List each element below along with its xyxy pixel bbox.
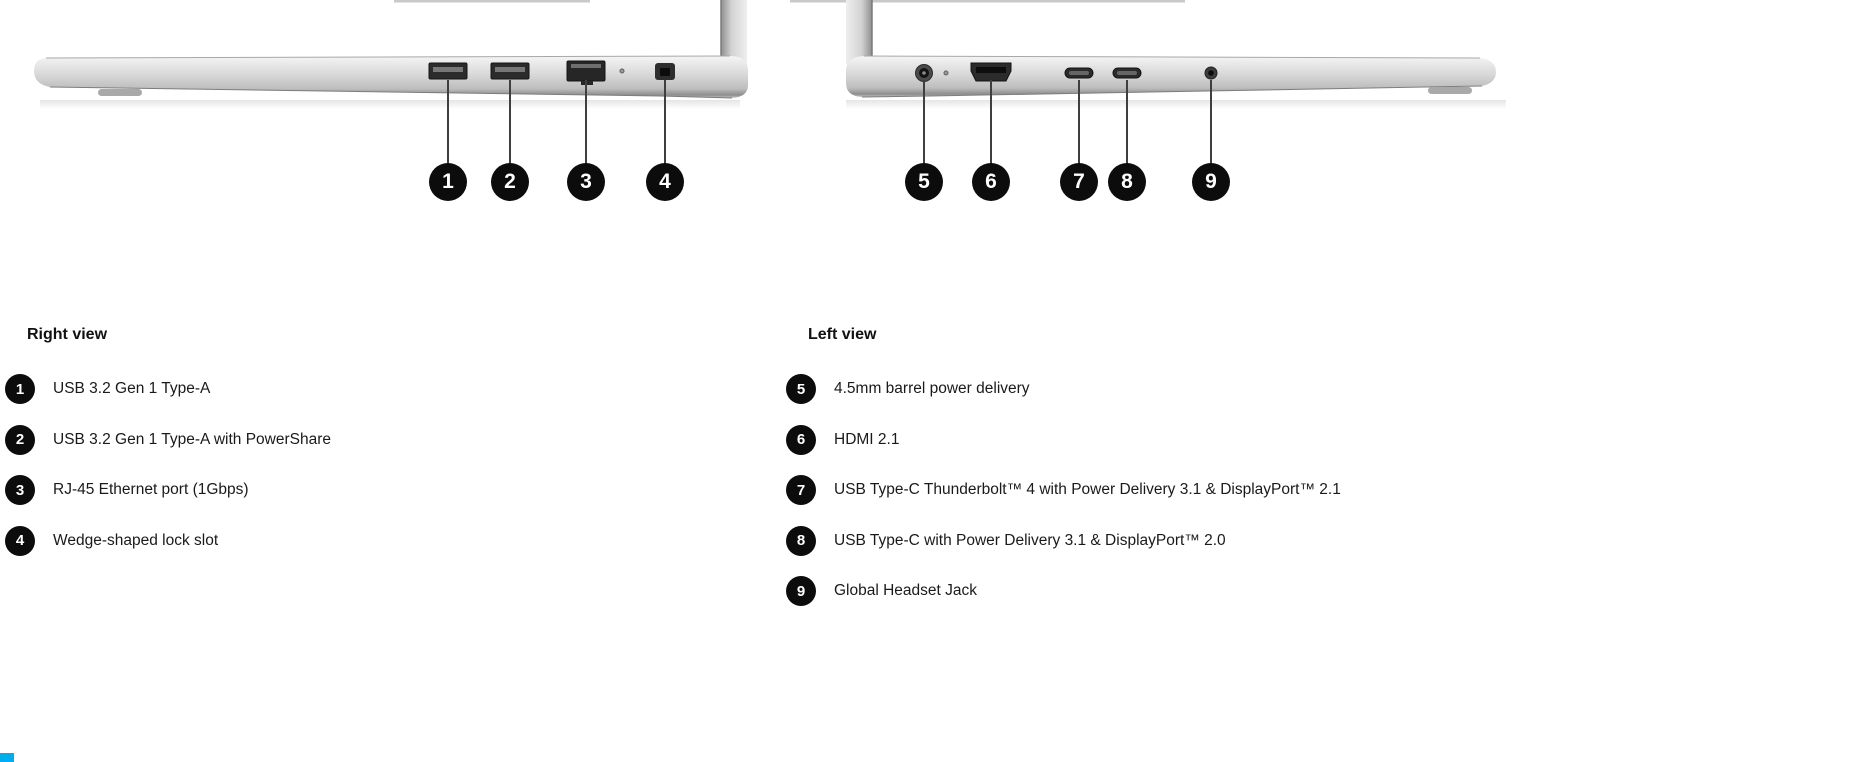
legend-item: 1 USB 3.2 Gen 1 Type-A	[5, 364, 331, 415]
port-label: RJ-45 Ethernet port (1Gbps)	[53, 481, 249, 499]
legend-item: 3 RJ-45 Ethernet port (1Gbps)	[5, 465, 331, 516]
diagram-callout-9: 9	[1192, 163, 1230, 201]
usb-a-port	[428, 62, 468, 80]
callout-line	[1078, 80, 1080, 165]
diagram-callout-2: 2	[491, 163, 529, 201]
callout-line	[509, 80, 511, 165]
diagram-callout-7: 7	[1060, 163, 1098, 201]
callout-line	[923, 80, 925, 165]
diagram-callout-3: 3	[567, 163, 605, 201]
callout-number-badge: 5	[786, 374, 816, 405]
diagram-callout-4: 4	[646, 163, 684, 201]
laptop-right-view-illustration	[34, 0, 748, 109]
legend-item: 8 USB Type-C with Power Delivery 3.1 & D…	[786, 516, 1341, 567]
port-label: HDMI 2.1	[834, 430, 900, 448]
callout-number-badge: 1	[5, 374, 35, 405]
laptop-body	[34, 55, 748, 109]
callout-line	[585, 80, 587, 165]
legend-item: 9 Global Headset Jack	[786, 566, 1341, 617]
power-port	[915, 64, 933, 82]
screen-top-edge	[790, 0, 1185, 3]
status-led-hole	[619, 68, 625, 74]
port-label: USB 3.2 Gen 1 Type-A	[53, 380, 211, 398]
port-label: 4.5mm barrel power delivery	[834, 380, 1030, 398]
callout-number-badge: 2	[5, 424, 35, 455]
port-label: Wedge-shaped lock slot	[53, 531, 219, 549]
laptop-reflection	[846, 100, 1506, 109]
laptop-left-view-illustration	[790, 0, 1506, 109]
laptop-reflection	[40, 100, 740, 109]
callout-number-badge: 9	[786, 576, 816, 607]
laptop-body	[846, 55, 1506, 109]
lock-slot	[655, 63, 675, 80]
callout-line	[1210, 80, 1212, 165]
diagram-callout-6: 6	[972, 163, 1010, 201]
callout-line	[990, 80, 992, 165]
callout-number-badge: 8	[786, 525, 816, 556]
callout-number-badge: 4	[5, 525, 35, 556]
rubber-foot	[1428, 87, 1472, 94]
status-led-hole	[943, 70, 949, 76]
left-view-legend: 5 4.5mm barrel power delivery 6 HDMI 2.1…	[786, 364, 1341, 617]
port-label: USB Type-C with Power Delivery 3.1 & Dis…	[834, 531, 1226, 549]
headset-jack	[1204, 66, 1218, 80]
callout-line	[1126, 80, 1128, 165]
port-label: Global Headset Jack	[834, 582, 978, 600]
callout-number-badge: 3	[5, 475, 35, 506]
callout-number-badge: 7	[786, 475, 816, 506]
callout-line	[664, 80, 666, 165]
page-corner-mark	[0, 753, 14, 762]
rubber-foot	[98, 89, 142, 96]
laptop-screen-edge	[846, 0, 873, 64]
legend-item: 2 USB 3.2 Gen 1 Type-A with PowerShare	[5, 415, 331, 466]
usb-a-port-powershare	[490, 62, 530, 80]
legend-item: 7 USB Type-C Thunderbolt™ 4 with Power D…	[786, 465, 1341, 516]
left-view-heading: Left view	[808, 326, 877, 343]
legend-item: 6 HDMI 2.1	[786, 415, 1341, 466]
diagram-callout-1: 1	[429, 163, 467, 201]
screen-top-edge	[394, 0, 590, 3]
hdmi-port	[970, 62, 1012, 82]
right-view-heading: Right view	[27, 326, 108, 343]
callout-line	[447, 80, 449, 165]
laptop-screen-edge	[720, 0, 747, 64]
port-label: USB 3.2 Gen 1 Type-A with PowerShare	[53, 430, 332, 448]
diagram-callout-8: 8	[1108, 163, 1146, 201]
legend-item: 5 4.5mm barrel power delivery	[786, 364, 1341, 415]
port-label: USB Type-C Thunderbolt™ 4 with Power Del…	[834, 481, 1341, 499]
right-view-legend: 1 USB 3.2 Gen 1 Type-A 2 USB 3.2 Gen 1 T…	[5, 364, 331, 566]
usb-c-port	[1064, 67, 1094, 79]
legend-item: 4 Wedge-shaped lock slot	[5, 516, 331, 567]
usb-c-port	[1112, 67, 1142, 79]
diagram-callout-5: 5	[905, 163, 943, 201]
callout-number-badge: 6	[786, 424, 816, 455]
